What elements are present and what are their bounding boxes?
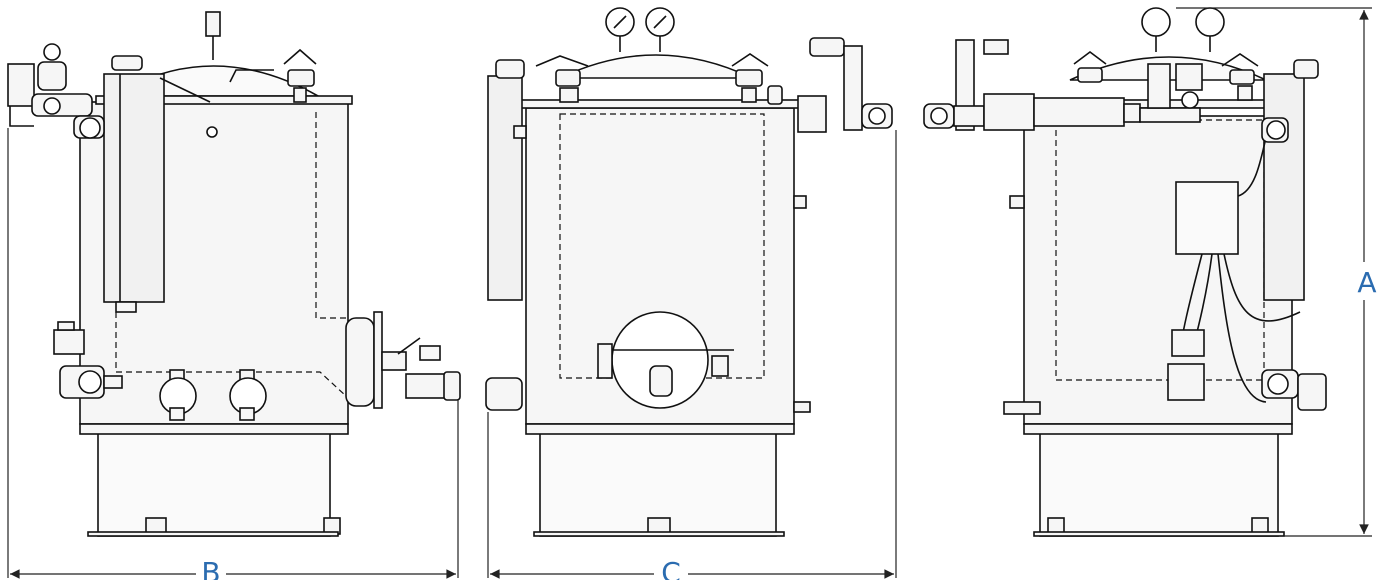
dimension-label-a: A — [1357, 266, 1376, 299]
dimension-label-c: C — [661, 556, 681, 580]
side-view — [7, 11, 461, 537]
front-view — [485, 7, 893, 537]
rear-view — [923, 7, 1327, 537]
dimension-label-b: B — [201, 556, 220, 580]
dimension-lines — [7, 7, 1372, 579]
